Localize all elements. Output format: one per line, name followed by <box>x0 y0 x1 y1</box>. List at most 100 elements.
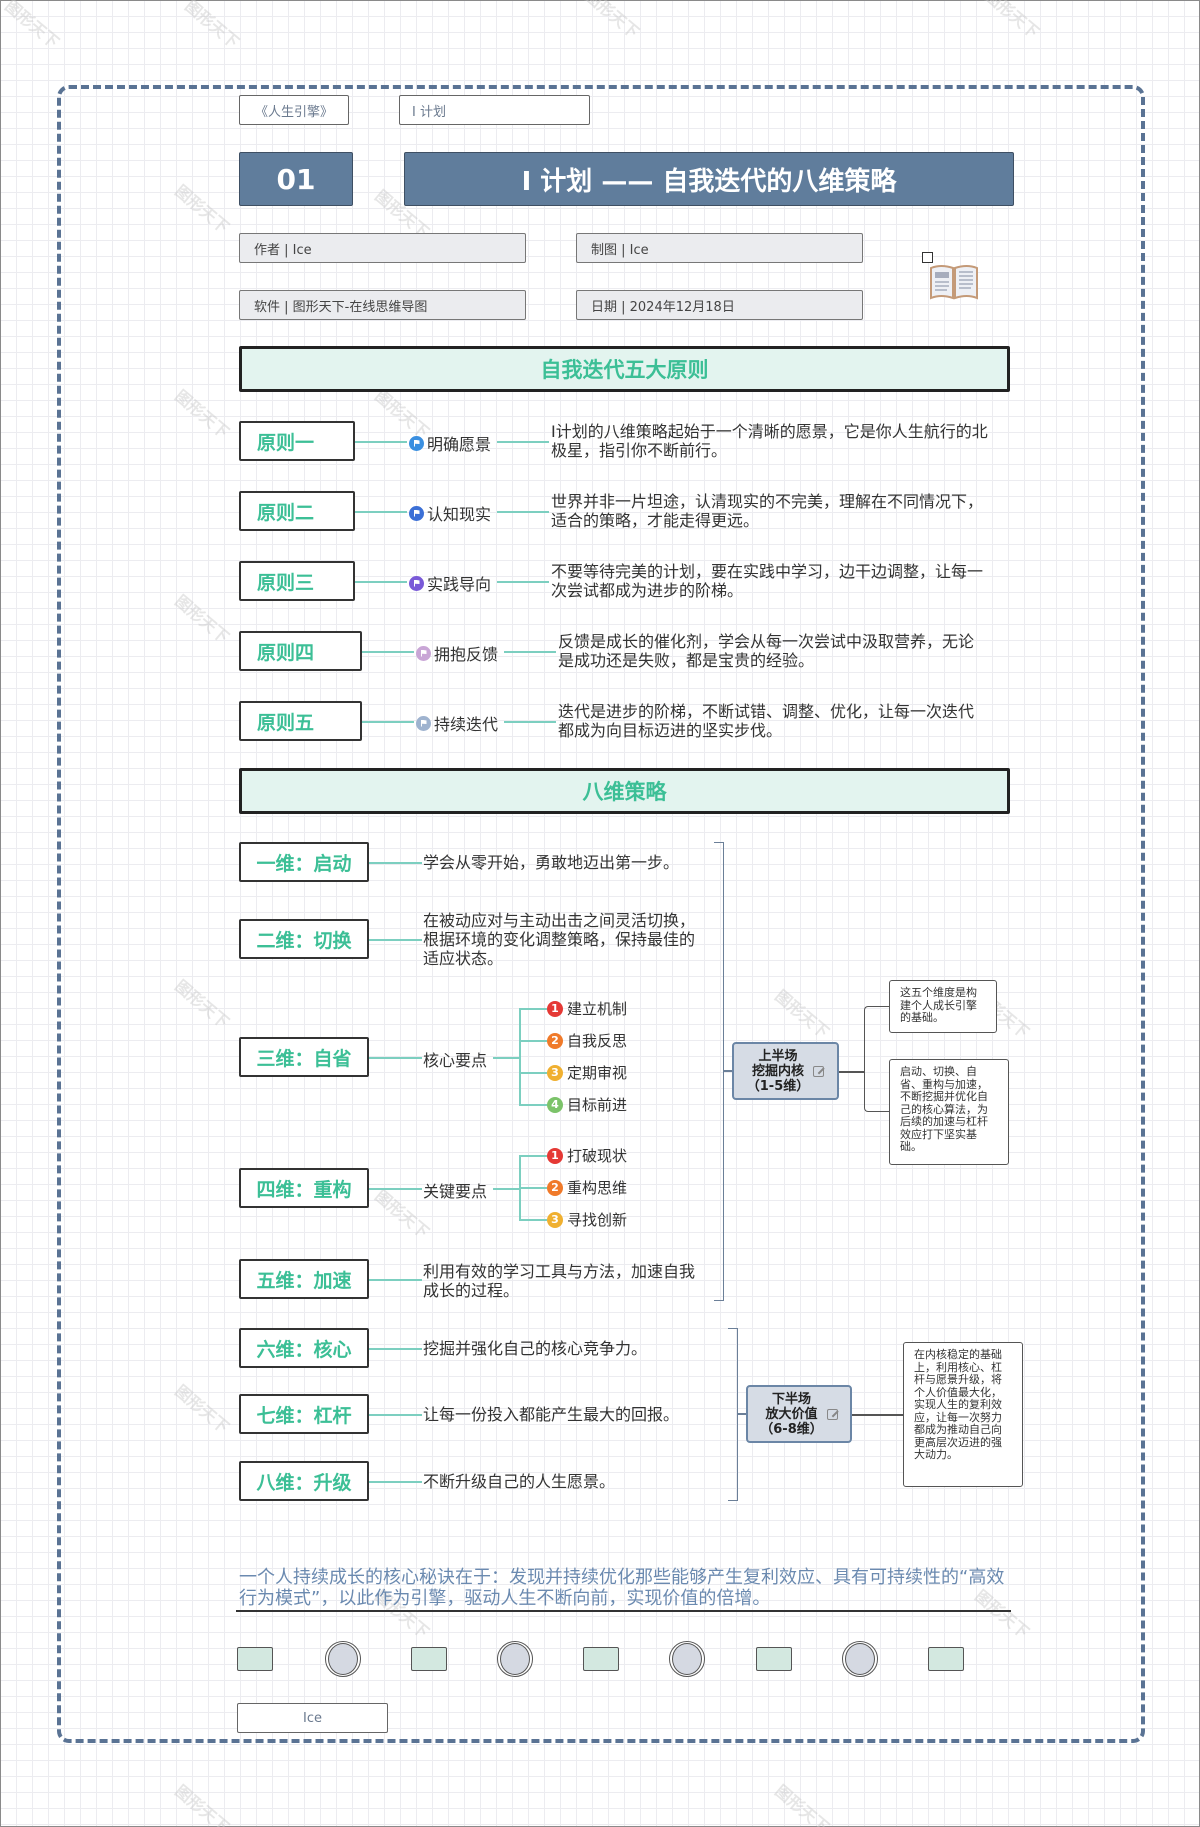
connector <box>497 441 549 443</box>
oval-shape[interactable] <box>842 1641 878 1677</box>
connector <box>519 1219 547 1221</box>
author-field: 作者 | Ice <box>239 233 526 263</box>
principle-keyword[interactable]: 认知现实 <box>409 501 491 525</box>
edit-icon[interactable] <box>826 1408 838 1420</box>
first-half-node[interactable]: 上半场 挖掘内核 （1-5维） <box>732 1042 839 1100</box>
dim-desc: 利用有效的学习工具与方法，加速自我成长的过程。 <box>423 1262 696 1300</box>
second-half-line: 下半场 <box>771 1391 811 1407</box>
connector <box>369 1188 422 1190</box>
connector <box>738 1413 746 1415</box>
number-3-icon: 3 <box>547 1211 563 1228</box>
principle-keyword[interactable]: 实践导向 <box>409 571 491 595</box>
dim-label[interactable]: 六维：核心 <box>239 1328 369 1368</box>
principle-keyword[interactable]: 拥抱反馈 <box>416 641 498 665</box>
sub-item[interactable]: 2 自我反思 <box>547 1030 627 1051</box>
sub-item-text: 定期审视 <box>567 1064 628 1082</box>
principle-label[interactable]: 原则三 <box>239 561 355 601</box>
dim-label[interactable]: 二维：切换 <box>239 919 369 959</box>
edit-icon[interactable] <box>813 1065 825 1077</box>
sub-item-text: 重构思维 <box>567 1179 628 1197</box>
number-4-icon: 4 <box>547 1096 563 1113</box>
principle-desc: 迭代是进步的阶梯，不断试错、调整、优化，让每一次迭代都成为向目标迈进的坚实步伐。 <box>558 702 975 740</box>
software-field: 软件 | 图形天下-在线思维导图 <box>239 290 526 320</box>
second-half-node[interactable]: 下半场 放大价值 （6-8维） <box>746 1385 852 1443</box>
connector <box>519 1072 547 1074</box>
square-shape[interactable] <box>237 1647 273 1671</box>
square-shape[interactable] <box>583 1647 619 1671</box>
group-bracket <box>714 842 724 1301</box>
principle-desc: 世界并非一片坦途，认清现实的不完美，理解在不同情况下，适合的策略，才能走得更远。 <box>551 492 984 530</box>
principle-desc: 不要等待完美的计划，要在实践中学习，边干边调整，让每一次尝试都成为进步的阶梯。 <box>551 562 984 600</box>
date-field: 日期 | 2024年12月18日 <box>576 290 863 320</box>
open-book-icon <box>929 262 979 300</box>
summary-underline <box>236 1610 1011 1612</box>
flag-icon <box>409 435 424 451</box>
selection-handle[interactable] <box>922 252 933 263</box>
dim-desc: 让每一份投入都能产生最大的回报。 <box>423 1405 680 1424</box>
connector <box>369 1348 422 1350</box>
dashed-frame <box>57 85 1145 1743</box>
oval-shape[interactable] <box>669 1641 705 1677</box>
keyword-text: 持续迭代 <box>434 715 499 734</box>
square-shape[interactable] <box>756 1647 792 1671</box>
principle-label[interactable]: 原则二 <box>239 491 355 531</box>
square-shape[interactable] <box>411 1647 447 1671</box>
connector <box>355 581 407 583</box>
principle-keyword[interactable]: 持续迭代 <box>416 711 498 735</box>
principle-desc: 反馈是成长的催化剂，学会从每一次尝试中汲取营养，无论是成功还是失败，都是宝贵的经… <box>558 632 975 670</box>
oval-shape[interactable] <box>497 1641 533 1677</box>
dim-label[interactable]: 七维：杠杆 <box>239 1394 369 1434</box>
book-tag: 《人生引擎》 <box>239 95 349 125</box>
oval-shape[interactable] <box>325 1641 361 1677</box>
signature-box: Ice <box>237 1703 388 1733</box>
sub-item[interactable]: 3 定期审视 <box>547 1062 627 1083</box>
square-shape[interactable] <box>928 1647 964 1671</box>
principle-keyword[interactable]: 明确愿景 <box>409 431 491 455</box>
dim-keyword[interactable]: 关键要点 <box>423 1182 488 1201</box>
sub-item[interactable]: 3 寻找创新 <box>547 1209 627 1230</box>
dim-desc: 不断升级自己的人生愿景。 <box>423 1472 616 1491</box>
principle-label[interactable]: 原则五 <box>239 701 362 741</box>
dim-label[interactable]: 一维：启动 <box>239 842 369 882</box>
number-1-icon: 1 <box>547 1147 563 1164</box>
connector <box>355 511 407 513</box>
principle-label[interactable]: 原则四 <box>239 631 362 671</box>
dim-desc: 在被动应对与主动出击之间灵活切换，根据环境的变化调整策略，保持最佳的适应状态。 <box>423 911 696 968</box>
connector <box>504 721 556 723</box>
sub-item[interactable]: 1 建立机制 <box>547 998 627 1019</box>
dim-keyword[interactable]: 核心要点 <box>423 1051 488 1070</box>
sub-item-text: 自我反思 <box>567 1032 628 1050</box>
sub-item[interactable]: 4 目标前进 <box>547 1094 627 1115</box>
sub-item[interactable]: 2 重构思维 <box>547 1177 627 1198</box>
number-3-icon: 3 <box>547 1064 563 1081</box>
principle-label[interactable]: 原则一 <box>239 421 355 461</box>
connector <box>369 1481 422 1483</box>
sub-item[interactable]: 1 打破现状 <box>547 1145 627 1166</box>
connector <box>493 1188 520 1190</box>
note-branch <box>864 1006 889 1112</box>
flag-icon <box>409 505 424 521</box>
connector <box>355 441 407 443</box>
connector <box>493 1057 520 1059</box>
keyword-text: 实践导向 <box>427 575 492 594</box>
keyword-text: 认知现实 <box>427 505 492 524</box>
connector <box>369 1279 422 1281</box>
summary-text: 一个人持续成长的核心秘诀在于：发现并持续优化那些能够产生复利效应、具有可持续性的… <box>239 1567 1005 1609</box>
dim-desc: 挖掘并强化自己的核心竞争力。 <box>423 1339 648 1358</box>
connector <box>839 1071 864 1073</box>
dim-label[interactable]: 四维：重构 <box>239 1168 369 1208</box>
connector <box>519 1008 547 1010</box>
number-1-icon: 1 <box>547 1000 563 1017</box>
dim-label[interactable]: 三维：自省 <box>239 1037 369 1077</box>
dim-label[interactable]: 八维：升级 <box>239 1461 369 1501</box>
connector <box>504 651 556 653</box>
watermark: 图形天下 <box>771 1781 833 1827</box>
first-half-note: 启动、切换、自省、重构与加速，不断挖掘并优化自己的核心算法，为后续的加速与杠杆效… <box>889 1059 1009 1165</box>
first-half-text: 上半场 挖掘内核 （1-5维） <box>747 1049 810 1094</box>
dim-label[interactable]: 五维：加速 <box>239 1259 369 1299</box>
flag-icon <box>409 575 424 591</box>
sub-item-text: 目标前进 <box>567 1096 628 1114</box>
connector <box>369 862 422 864</box>
connector <box>519 1155 547 1157</box>
connector <box>519 1104 547 1106</box>
